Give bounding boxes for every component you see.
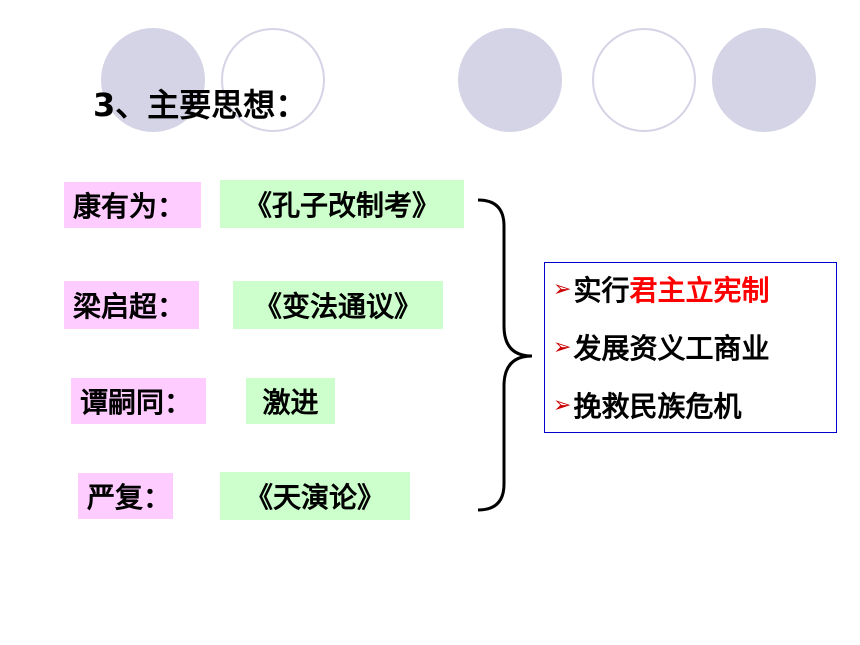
idea-1-highlight: 君主立宪制 xyxy=(629,274,770,307)
decor-circle-2 xyxy=(221,28,325,132)
person-label-yan: 严复： xyxy=(78,473,173,519)
work-kang: 《孔子改制考》 xyxy=(220,180,464,228)
person-label-liang: 梁启超： xyxy=(64,281,199,329)
arrow-bullet-icon: ➢ xyxy=(553,392,572,418)
work-liang: 《变法通议》 xyxy=(233,281,443,329)
person-label-kang: 康有为： xyxy=(64,182,201,228)
idea-1-prefix: 实行 xyxy=(573,274,630,307)
idea-item-2: ➢ 发展资义工商业 xyxy=(553,327,769,367)
slide-title: 3、主要思想： xyxy=(93,86,308,124)
idea-item-1: ➢ 实行君主立宪制 xyxy=(553,269,769,309)
decor-circle-3 xyxy=(458,28,562,132)
person-label-tan: 谭嗣同： xyxy=(71,378,206,424)
idea-2-text: 发展资义工商业 xyxy=(573,332,770,365)
decor-circle-5 xyxy=(712,28,816,132)
decor-circle-1 xyxy=(101,28,205,132)
right-curly-brace xyxy=(477,198,533,512)
arrow-bullet-icon: ➢ xyxy=(553,334,572,360)
idea-item-3: ➢ 挽救民族危机 xyxy=(553,385,741,425)
work-tan: 激进 xyxy=(246,378,335,424)
decor-circle-4 xyxy=(592,28,696,132)
arrow-bullet-icon: ➢ xyxy=(553,276,572,302)
work-yan: 《天演论》 xyxy=(220,472,410,520)
idea-3-text: 挽救民族危机 xyxy=(573,390,742,423)
ideas-box: ➢ 实行君主立宪制 ➢ 发展资义工商业 ➢ 挽救民族危机 xyxy=(544,262,837,433)
